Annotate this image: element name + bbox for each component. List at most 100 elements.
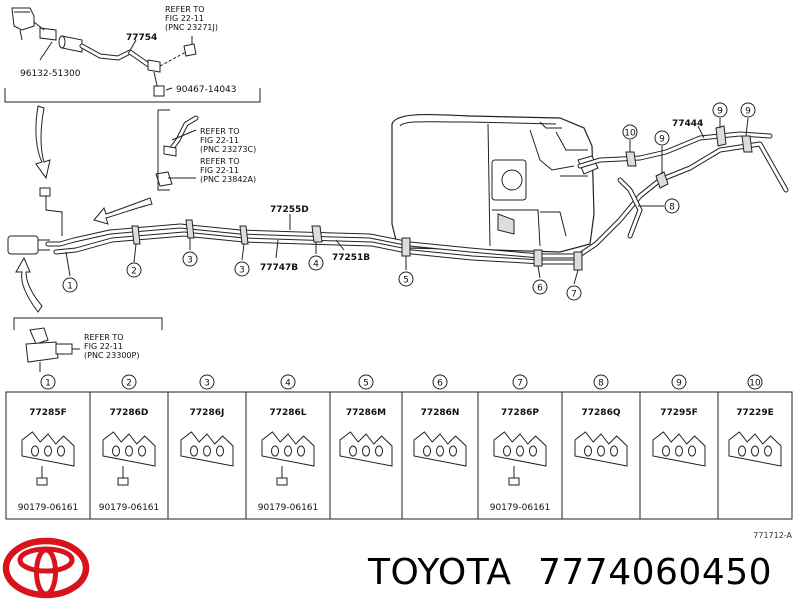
svg-text:(PNC 23842A): (PNC 23842A) [200,175,256,184]
part-77747B: 77747B [260,263,298,273]
clamp-part-number: 77286N [421,408,460,418]
svg-text:REFER TO: REFER TO [165,5,205,14]
clamp-bolt-number: 90179-06161 [99,503,160,513]
clamp-number: 2 [126,379,132,389]
callout-9a: 9 [654,130,670,174]
clamp-part-number: 77286J [190,408,225,418]
svg-text:(PNC 23300P): (PNC 23300P) [84,351,139,360]
part-77255D: 77255D [270,205,309,215]
svg-text:9: 9 [745,107,751,117]
clamp-number-circle [671,374,687,390]
brand-name: TOYOTA [367,552,512,593]
clamp-part-number: 77295F [660,408,697,418]
svg-text:REFER TO: REFER TO [200,127,240,136]
svg-text:3: 3 [187,256,193,266]
clamp-number: 5 [363,379,369,389]
svg-text:2: 2 [131,267,137,277]
bottom-left-subassembly [13,317,163,372]
clamp-number: 6 [437,379,443,389]
clamp-bolt-number: 90179-06161 [258,503,319,513]
clamp-part-number: 77286L [269,408,306,418]
svg-text:(PNC 23271J): (PNC 23271J) [165,23,218,32]
clamp-cell-8: 8 77286Q [574,374,628,467]
direction-arrows [15,105,153,313]
clamp-cell-2: 2 77286D 90179-06161 [99,374,160,513]
svg-text:FIG 22-11: FIG 22-11 [200,166,239,175]
clamp-cell-9: 9 77295F [652,374,706,467]
fuel-tank [391,113,599,253]
callout-10: 10 [622,124,638,152]
clamp-number-circle [40,374,56,390]
callout-7: 7 [566,269,582,301]
clamp-number: 1 [45,379,51,389]
clamp-number-circle [512,374,528,390]
svg-text:3: 3 [239,266,245,276]
svg-text:FIG 22-11: FIG 22-11 [84,342,123,351]
clamp-number: 9 [676,379,682,389]
middle-left-subassembly [155,109,199,191]
callout-9c: 9 [740,102,756,137]
clamp-part-number: 77286P [501,408,539,418]
clamp-part-number: 77286D [110,408,149,418]
callout-4: 4 [308,242,324,271]
clamp-cell-6: 6 77286N [413,374,467,467]
clamp-number: 8 [598,379,604,389]
clamp-cell-7: 7 77286P 90179-06161 [490,374,551,513]
refer-note-23273C: REFER TO FIG 22-11 (PNC 23273C) [200,127,256,154]
clamp-number-circle [593,374,609,390]
clamp-number-circle [280,374,296,390]
svg-text:4: 4 [313,260,319,270]
callout-1: 1 [62,251,78,293]
svg-text:REFER TO: REFER TO [200,157,240,166]
clamp-cell-5: 5 77286M [339,374,393,467]
clamp-number-circle [432,374,448,390]
svg-text:8: 8 [669,203,675,213]
callout-9b: 9 [712,102,728,128]
clamp-number-circle [199,374,215,390]
clamp-bolt-number: 90179-06161 [18,503,79,513]
clamp-number-circle [121,374,137,390]
part-77444: 77444 [672,119,703,129]
refer-note-23842A: REFER TO FIG 22-11 (PNC 23842A) [200,157,256,184]
callout-2: 2 [126,243,142,278]
clamp-cell-3: 3 77286J [180,374,234,467]
callout-5: 5 [398,256,414,287]
svg-text:7: 7 [571,290,577,300]
svg-text:9: 9 [717,107,723,117]
callout-3b: 3 [234,243,250,277]
clamp-part-number: 77229E [736,408,773,418]
svg-text:5: 5 [403,276,409,286]
refer-note-23271J: REFER TO FIG 22-11 (PNC 23271J) [165,5,218,32]
part-77754: 77754 [126,33,157,43]
refer-note-23300P: REFER TO FIG 22-11 (PNC 23300P) [84,333,139,360]
clamp-number: 10 [749,379,761,389]
svg-text:(PNC 23273C): (PNC 23273C) [200,145,256,154]
svg-text:9: 9 [659,135,665,145]
clamp-number: 7 [517,379,523,389]
part-77251B: 77251B [332,253,370,263]
callout-3a: 3 [182,238,198,267]
assembly-leaders [275,125,705,259]
svg-text:10: 10 [624,129,636,139]
clamp-number: 3 [204,379,210,389]
clamp-cell-10: 10 77229E [728,374,782,467]
svg-text:1: 1 [67,282,73,292]
part-90467-14043: 90467-14043 [176,85,237,95]
svg-text:FIG 22-11: FIG 22-11 [165,14,204,23]
clamp-part-number: 77286M [346,408,386,418]
toyota-logo [2,537,90,599]
svg-text:REFER TO: REFER TO [84,333,124,342]
top-subassembly [4,7,261,103]
fuel-line-assembly [7,125,789,271]
callout-8: 8 [638,198,680,214]
svg-text:6: 6 [537,284,543,294]
clamp-bolt-number: 90179-06161 [490,503,551,513]
clamp-part-number: 77286Q [582,408,621,418]
svg-text:FIG 22-11: FIG 22-11 [200,136,239,145]
part-96132-51300: 96132-51300 [20,69,81,79]
clamp-number-circle [747,374,763,390]
